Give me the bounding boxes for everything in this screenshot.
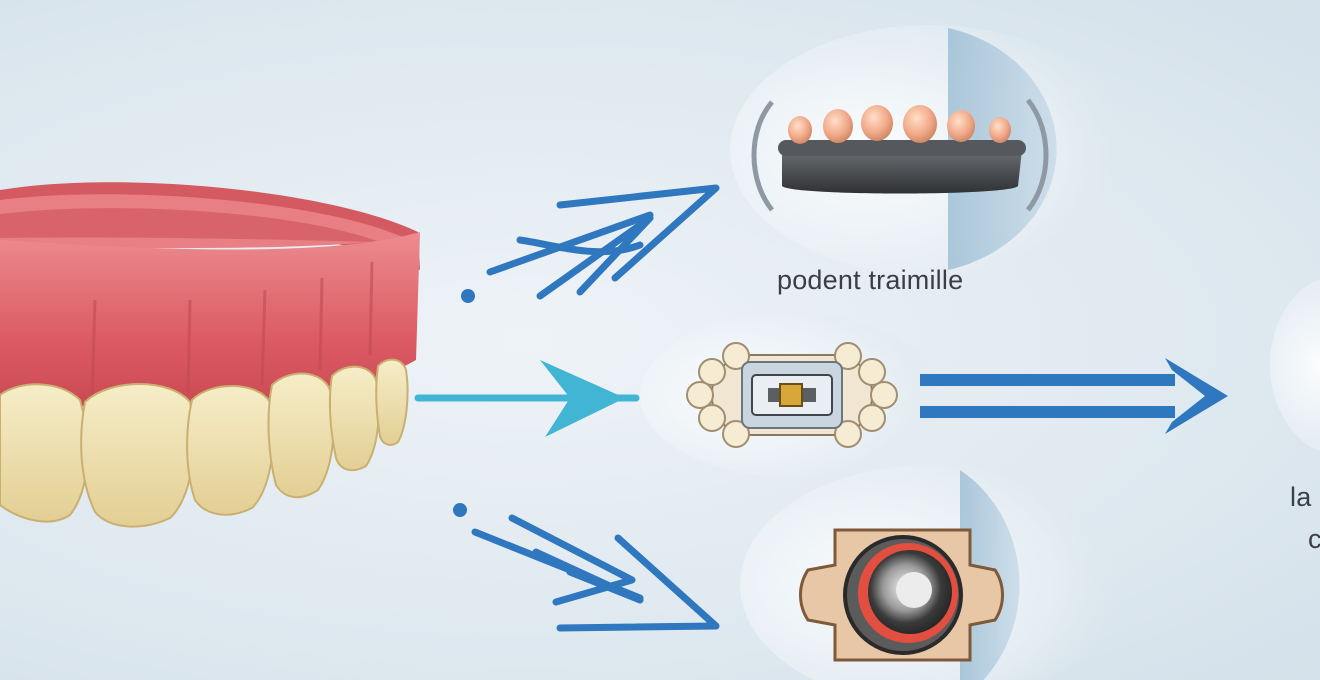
right-caption-line1: la: [1290, 482, 1312, 512]
arrow-middle-icon: [414, 360, 640, 437]
arrow-bottom-icon: [471, 514, 720, 632]
bar-attachment-icon: [751, 98, 1049, 212]
double-arrow-right-icon: [920, 358, 1228, 434]
dot-marker-bottom: [453, 503, 467, 517]
offscreen-bubble: [1270, 278, 1320, 452]
dentures-icon: [0, 182, 420, 528]
right-caption-line2: c: [1308, 524, 1320, 554]
dot-marker-top: [461, 289, 475, 303]
top-branch-caption: podent traimille: [777, 265, 964, 295]
implant-connector-icon: [686, 342, 898, 448]
ball-attachment-icon: [799, 528, 1004, 662]
arrow-top-icon: [486, 184, 720, 300]
